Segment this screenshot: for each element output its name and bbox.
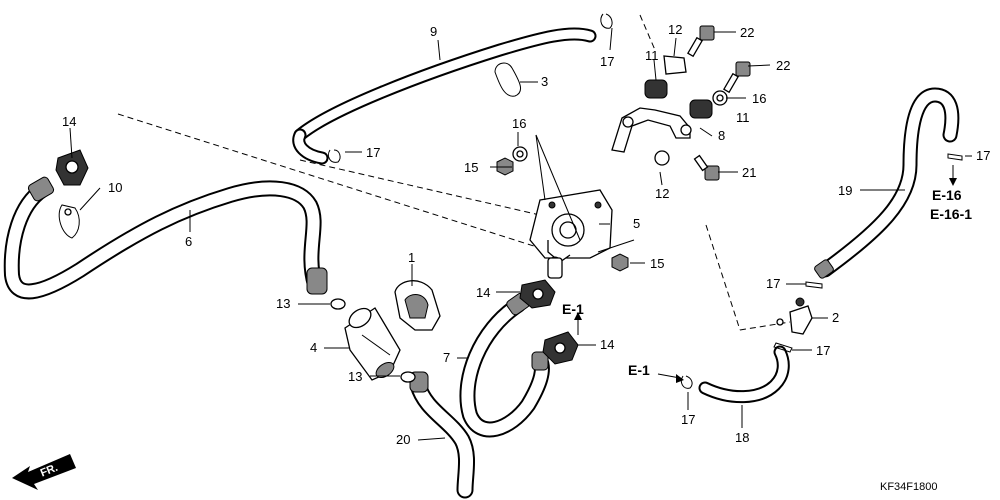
t-joint-2: [776, 297, 813, 335]
callout-14b: 14: [476, 285, 490, 300]
callout-14a: 14: [62, 114, 76, 129]
reference-arrows: [574, 165, 957, 383]
clip-14-right: [542, 331, 579, 365]
diagram-code: KF34F1800: [880, 481, 937, 493]
callout-4: 4: [310, 340, 317, 355]
callout-13a: 13: [276, 296, 290, 311]
callout-17c: 17: [976, 148, 990, 163]
callout-1: 1: [408, 250, 415, 265]
reference-e16: E-16: [932, 187, 962, 203]
reference-e1-left: E-1: [628, 362, 650, 378]
callout-15a: 15: [464, 160, 478, 175]
o-rings-13: [330, 298, 416, 383]
callout-19: 19: [838, 183, 852, 198]
callout-17a: 17: [600, 54, 614, 69]
washers-16: [512, 90, 728, 162]
fuel-pump: [529, 189, 613, 279]
callout-18: 18: [735, 430, 749, 445]
callout-16a: 16: [512, 116, 526, 131]
callout-8: 8: [718, 128, 725, 143]
reference-e16-1: E-16-1: [930, 206, 972, 222]
rubbers-11: [644, 79, 713, 119]
callout-13b: 13: [348, 369, 362, 384]
clip-10: [58, 204, 80, 239]
callout-7: 7: [443, 350, 450, 365]
leader-lines: [69, 27, 972, 441]
hose-7: [459, 292, 550, 438]
clip-14-left: [55, 149, 89, 186]
clips-17: [327, 13, 963, 389]
callout-17e: 17: [816, 343, 830, 358]
callout-numbers: 1 2 3 4 5 6 7 8 9 10 11 11 12 12 13 13 1…: [62, 22, 990, 447]
callout-17d: 17: [766, 276, 780, 291]
callout-15b: 15: [650, 256, 664, 271]
hose-19: [814, 87, 960, 279]
reference-e1-top: E-1: [562, 301, 584, 317]
callout-5: 5: [633, 216, 640, 231]
callout-14c: 14: [600, 337, 614, 352]
hose-18: [698, 345, 790, 404]
callout-17f: 17: [681, 412, 695, 427]
nuts-15: [496, 157, 629, 272]
bracket-8: [611, 107, 692, 153]
clip-3: [494, 62, 522, 97]
callout-12b: 12: [655, 186, 669, 201]
callout-22b: 22: [776, 58, 790, 73]
callout-17b: 17: [366, 145, 380, 160]
section-references: E-1 E-1 E-16 E-16-1: [562, 187, 972, 378]
hose-20: [409, 371, 475, 499]
bolts-22: [687, 25, 751, 94]
callout-2: 2: [832, 310, 839, 325]
callout-12a: 12: [668, 22, 682, 37]
callout-16b: 16: [752, 91, 766, 106]
callout-10: 10: [108, 180, 122, 195]
callout-21: 21: [742, 165, 756, 180]
callout-11a: 11: [645, 48, 659, 63]
hose-6: [3, 176, 328, 300]
clip-14-center: [519, 279, 556, 309]
callout-3: 3: [541, 74, 548, 89]
callout-6: 6: [185, 234, 192, 249]
callout-11b: 11: [736, 110, 750, 125]
fuel-filter: [344, 307, 401, 381]
bolt-21: [693, 154, 720, 181]
hose-9: [292, 27, 597, 165]
filter-cover: [394, 280, 441, 331]
callout-20: 20: [396, 432, 410, 447]
grommets-12: [654, 55, 687, 166]
callout-22a: 22: [740, 25, 754, 40]
callout-9: 9: [430, 24, 437, 39]
front-direction-arrow: FR.: [12, 454, 76, 490]
